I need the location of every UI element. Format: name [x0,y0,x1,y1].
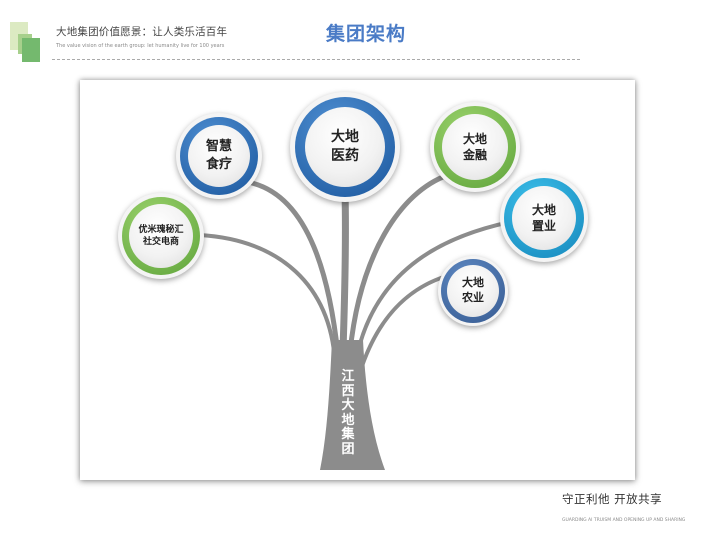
footer-motto-en: GUARDING AI TRUISM AND OPENING UP AND SH… [562,518,686,523]
branch-ecommerce [198,233,337,364]
trunk-label: 江西大地集团 [341,369,355,457]
node-agriculture-line1: 大地 [462,276,484,290]
node-finance-line1: 大地 [462,131,487,146]
header-tagline: 大地集团价值愿景：让人类乐活百年 [56,26,228,38]
header-tagline-en: The value vision of the earth group: let… [56,43,225,49]
node-real-estate-line1: 大地 [531,202,556,217]
node-medicine-line1: 大地 [331,129,359,146]
node-agriculture-line2: 农业 [462,291,484,304]
header-divider [52,59,580,60]
node-finance: 大地 金融 [430,102,520,192]
node-agriculture: 大地 农业 [438,256,508,326]
page-title: 集团架构 [326,23,407,45]
node-smart-food-line2: 食疗 [205,157,232,172]
branch-agriculture [358,273,452,374]
logo [0,0,48,70]
node-real-estate-line2: 置业 [531,219,556,233]
node-medicine: 大地 医药 [290,92,400,202]
branch-smart-food [249,180,341,358]
node-smart-food-line1: 智慧 [205,139,232,155]
tree-trunk [320,340,385,470]
node-medicine-line2: 医药 [331,148,359,164]
footer-motto: 守正利他 开放共享 [562,492,663,506]
node-smart-food: 智慧 食疗 [176,113,262,199]
org-chart-panel: 江西大地集团 大地 医药 智慧 食疗 优米瑰秘汇 社交电商 [80,80,635,480]
node-ecommerce-line1: 优米瑰秘汇 [138,224,184,235]
logo-square-dark [22,38,40,62]
node-ecommerce-line2: 社交电商 [142,237,179,247]
node-real-estate: 大地 置业 [500,174,588,262]
branch-real-estate [354,220,512,362]
tree-svg [198,172,512,470]
branch-finance [347,172,451,355]
node-finance-line2: 金融 [462,148,487,162]
node-ecommerce: 优米瑰秘汇 社交电商 [118,193,204,279]
branch-medicine [339,188,349,354]
